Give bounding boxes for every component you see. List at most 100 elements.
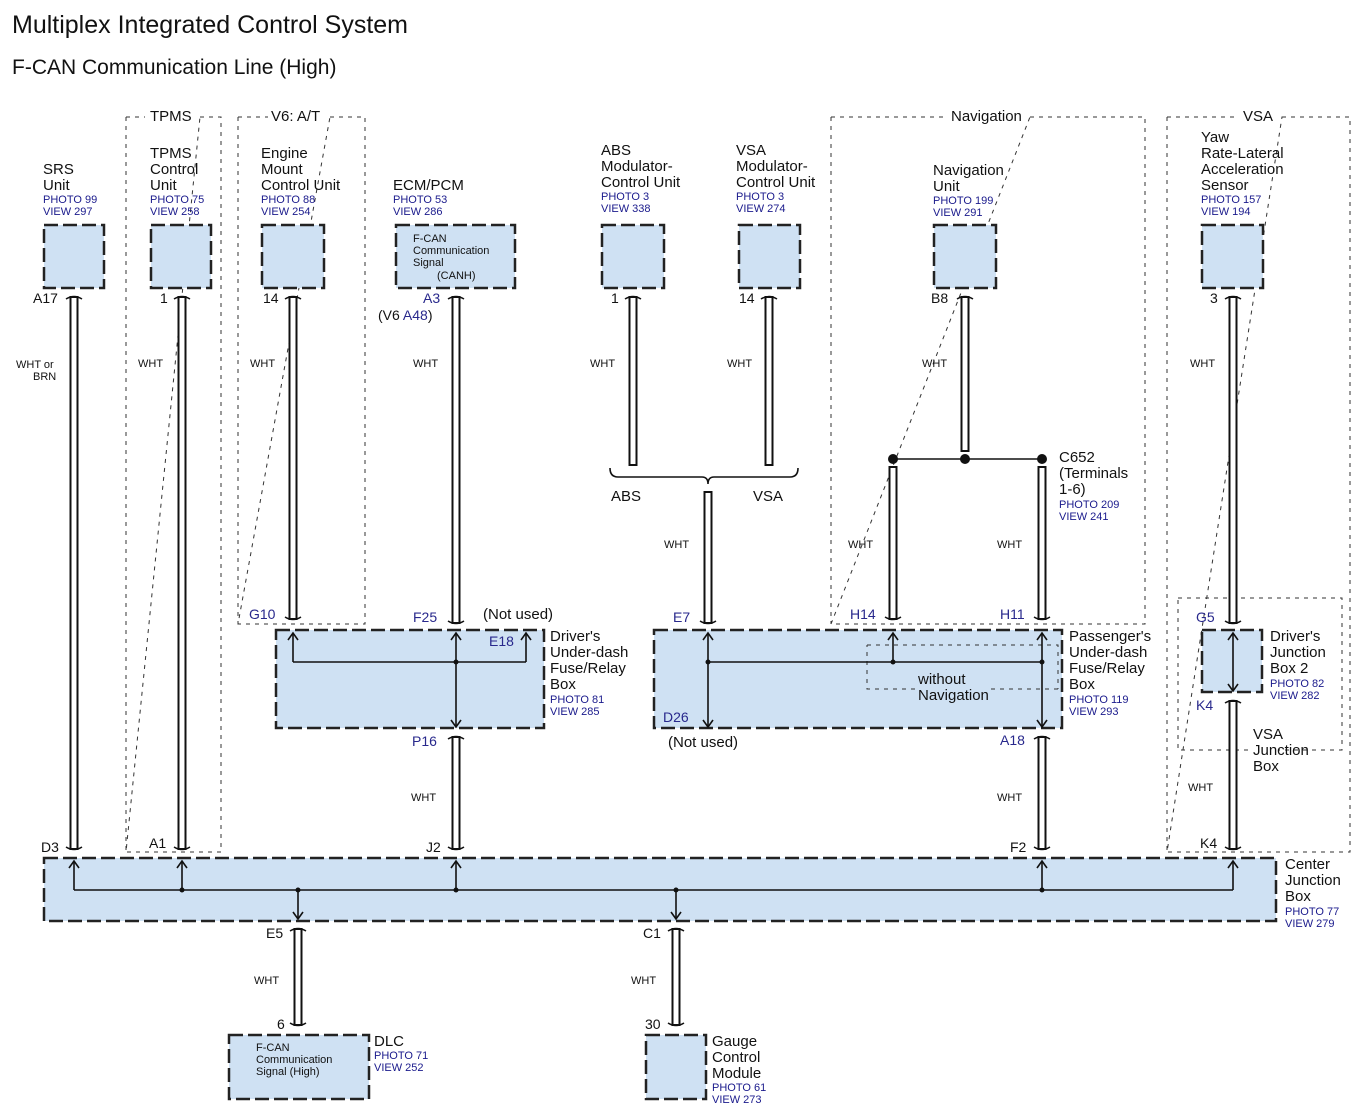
wire-terminal-cap	[447, 295, 465, 300]
svg-text:PHOTO 119: PHOTO 119	[1069, 694, 1129, 706]
svg-text:Fuse/Relay: Fuse/Relay	[1069, 660, 1145, 677]
svg-text:Yaw: Yaw	[1201, 129, 1229, 146]
ecm-pcm-label: ECM/PCM PHOTO 53 VIEW 286 F-CAN Communic…	[393, 177, 489, 282]
svg-text:Modulator-: Modulator-	[736, 158, 808, 175]
wire-terminal-cap	[65, 295, 83, 300]
c652-splice	[888, 454, 1047, 464]
pin-b8: B8	[931, 290, 948, 306]
svg-text:Control Unit: Control Unit	[736, 174, 816, 191]
page-title: Multiplex Integrated Control System	[12, 11, 408, 39]
svg-text:Under-dash: Under-dash	[550, 644, 628, 661]
svg-text:PHOTO 81: PHOTO 81	[550, 694, 604, 706]
svg-text:Driver's: Driver's	[550, 628, 600, 645]
svg-text:(CANH): (CANH)	[437, 270, 476, 282]
wire-terminal-cap	[447, 620, 465, 625]
split-label-abs: ABS	[611, 488, 641, 505]
tpms-unit-label: TPMS Control Unit PHOTO 75 VIEW 258	[150, 145, 204, 218]
abs-vsa-brace	[609, 467, 799, 485]
wire-color-h14: WHT	[848, 539, 873, 551]
svg-text:DLC: DLC	[374, 1033, 404, 1050]
pin-labels: A17 1 14 A3 (V6 A48) 1 14 B8 3 G10 F25 E…	[33, 290, 1218, 1032]
svg-text:PHOTO 88: PHOTO 88	[261, 194, 315, 206]
svg-text:TPMS: TPMS	[150, 145, 192, 162]
svg-text:VIEW 241: VIEW 241	[1059, 511, 1109, 523]
pin-h11: H11	[1000, 606, 1025, 622]
wires	[69, 296, 1238, 1026]
pin-gauge-30: 30	[645, 1016, 661, 1032]
svg-text:PHOTO 199: PHOTO 199	[933, 195, 993, 207]
pin-tpms-1: 1	[160, 290, 168, 306]
pin-e5: E5	[266, 925, 283, 941]
without-navigation-label: without	[917, 671, 966, 688]
passengers-fuse-circuit	[702, 631, 1048, 729]
svg-text:Box 2: Box 2	[1270, 660, 1308, 677]
svg-text:Acceleration: Acceleration	[1201, 161, 1284, 178]
center-junction-circuit	[68, 859, 1239, 921]
svg-text:Junction: Junction	[1253, 742, 1309, 759]
center-junction-box-label: Center Junction Box PHOTO 77 VIEW 279	[1285, 856, 1341, 930]
pin-a17: A17	[33, 290, 58, 306]
tpms-unit-connector	[149, 223, 213, 290]
svg-text:BRN: BRN	[33, 371, 56, 383]
wire-terminal-cap	[956, 295, 974, 300]
svg-text:Modulator-: Modulator-	[601, 158, 673, 175]
page-subtitle: F-CAN Communication Line (High)	[12, 56, 336, 79]
svg-text:PHOTO 53: PHOTO 53	[393, 194, 447, 206]
passengers-fuse-box	[652, 628, 1064, 730]
gauge-control-module-connector	[644, 1033, 708, 1101]
svg-text:C652: C652	[1059, 449, 1095, 466]
svg-text:Engine: Engine	[261, 145, 308, 162]
svg-text:PHOTO 75: PHOTO 75	[150, 194, 204, 206]
svg-text:PHOTO 71: PHOTO 71	[374, 1050, 428, 1062]
svg-text:PHOTO 209: PHOTO 209	[1059, 499, 1119, 511]
pin-dlc-6: 6	[277, 1016, 285, 1032]
pin-c1: C1	[643, 925, 661, 941]
wire-color-a18: WHT	[997, 792, 1022, 804]
pin-g10: G10	[249, 606, 276, 622]
wire-color-nav: WHT	[922, 358, 947, 370]
wire-terminal-cap	[1224, 699, 1242, 704]
svg-text:Control Unit: Control Unit	[261, 177, 341, 194]
svg-text:Box: Box	[1253, 758, 1279, 775]
pin-a1: A1	[149, 835, 166, 851]
not-used-e18: (Not used)	[483, 606, 553, 623]
wire-terminal-cap	[1224, 620, 1242, 625]
group-v6at-label: V6: A/T	[271, 108, 320, 125]
pin-j2: J2	[426, 839, 441, 855]
group-navigation-label: Navigation	[951, 108, 1022, 125]
pin-h14: H14	[850, 606, 876, 622]
pin-cjb-k4: K4	[1200, 835, 1217, 851]
svg-text:Box: Box	[1285, 888, 1311, 905]
wire-terminal-cap	[624, 295, 642, 300]
wire-color-k4: WHT	[1188, 782, 1213, 794]
svg-text:VIEW 338: VIEW 338	[601, 203, 651, 215]
svg-text:Navigation: Navigation	[933, 162, 1004, 179]
wire-color-yaw: WHT	[1190, 358, 1215, 370]
svg-text:PHOTO 77: PHOTO 77	[1285, 906, 1339, 918]
svg-text:VIEW 258: VIEW 258	[150, 206, 200, 218]
pin-emcu-14: 14	[263, 290, 279, 306]
svg-text:VIEW 297: VIEW 297	[43, 206, 93, 218]
pin-p16: P16	[412, 733, 437, 749]
svg-text:Unit: Unit	[43, 177, 71, 194]
abs-modulator-connector	[600, 223, 666, 290]
group-navigation: Navigation	[830, 108, 1146, 625]
svg-text:VIEW 282: VIEW 282	[1270, 690, 1320, 702]
svg-text:PHOTO 157: PHOTO 157	[1201, 194, 1261, 206]
wire-terminal-cap	[1033, 735, 1051, 740]
svg-text:Sensor: Sensor	[1201, 177, 1249, 194]
svg-text:Unit: Unit	[933, 178, 961, 195]
pin-a3: A3	[423, 290, 440, 306]
srs-unit-label: SRS Unit PHOTO 99 VIEW 297	[43, 161, 97, 218]
wire-terminal-cap	[65, 846, 83, 851]
group-v6at: V6: A/T	[237, 108, 366, 625]
wire-terminal-cap	[173, 846, 191, 851]
drivers-fuse-box	[274, 628, 546, 730]
wire-terminal-cap	[284, 295, 302, 300]
drivers-fuse-box-label: Driver's Under-dash Fuse/Relay Box PHOTO…	[483, 606, 628, 718]
group-vsa: VSA	[1166, 108, 1351, 853]
svg-text:Driver's: Driver's	[1270, 628, 1320, 645]
pin-g5: G5	[1196, 609, 1215, 625]
vsa-modulator-connector	[737, 223, 802, 290]
svg-text:VIEW 285: VIEW 285	[550, 706, 600, 718]
